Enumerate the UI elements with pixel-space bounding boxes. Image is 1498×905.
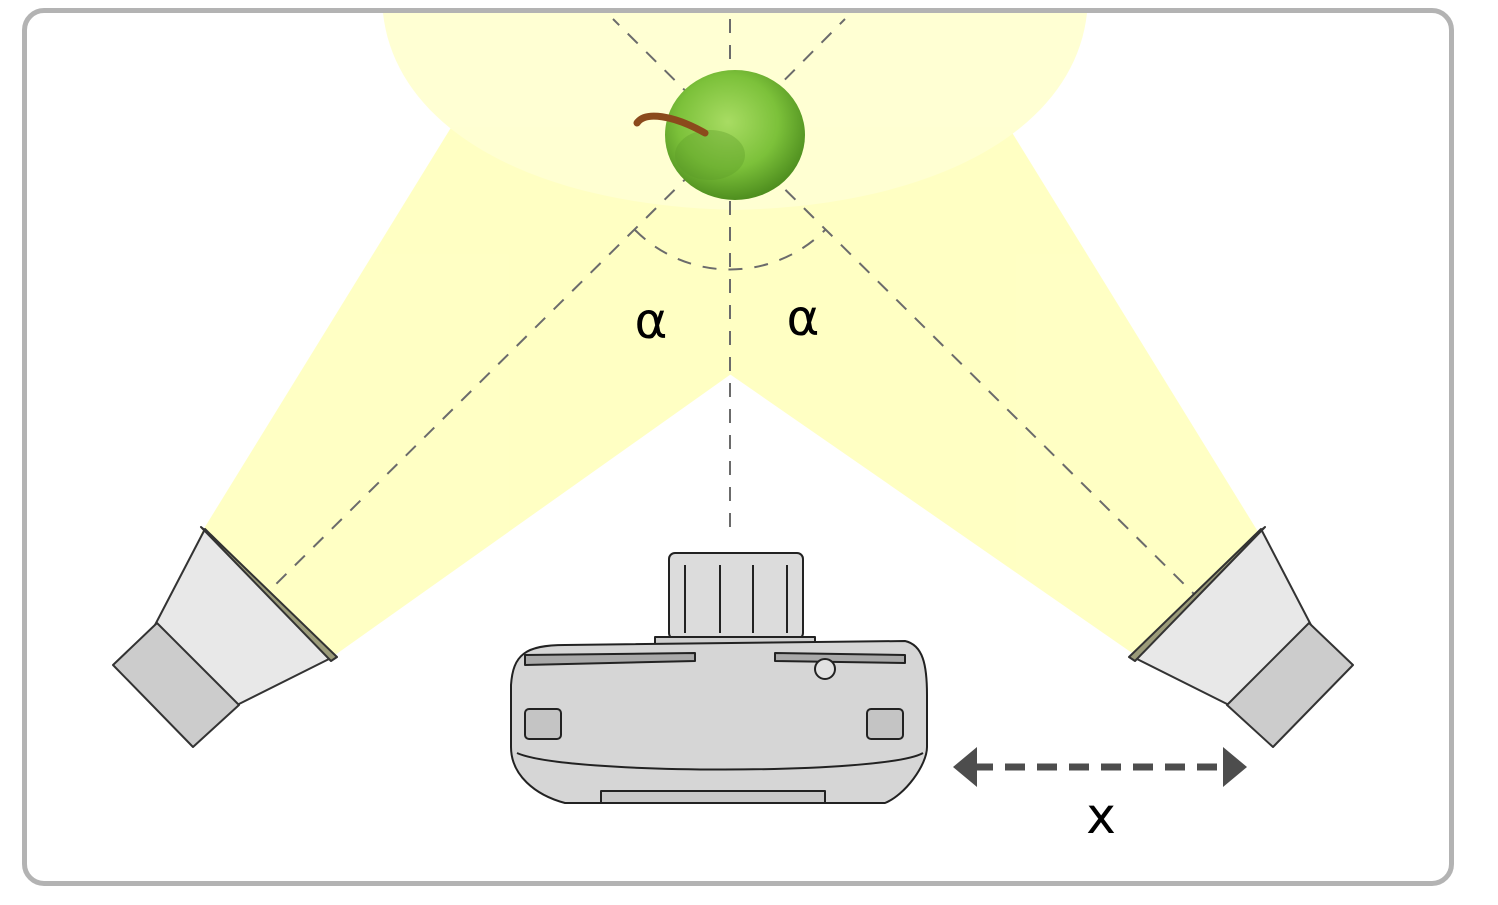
apple-stem-icon xyxy=(633,112,709,137)
left-lamp-icon xyxy=(112,526,338,748)
angle-label-right: α xyxy=(787,289,820,347)
lighting-setup-diagram: α α xyxy=(112,13,1354,845)
double-arrow-icon xyxy=(953,747,1247,787)
angle-label-left: α xyxy=(635,292,668,350)
apple-icon xyxy=(633,70,805,200)
angle-arc xyxy=(634,229,826,271)
distance-label: x xyxy=(1086,787,1116,845)
camera-icon xyxy=(510,552,928,804)
right-light-axis xyxy=(729,134,1196,596)
right-lamp-icon xyxy=(1128,526,1354,748)
left-light-axis xyxy=(266,134,731,594)
diagram-frame: α α xyxy=(22,8,1454,886)
